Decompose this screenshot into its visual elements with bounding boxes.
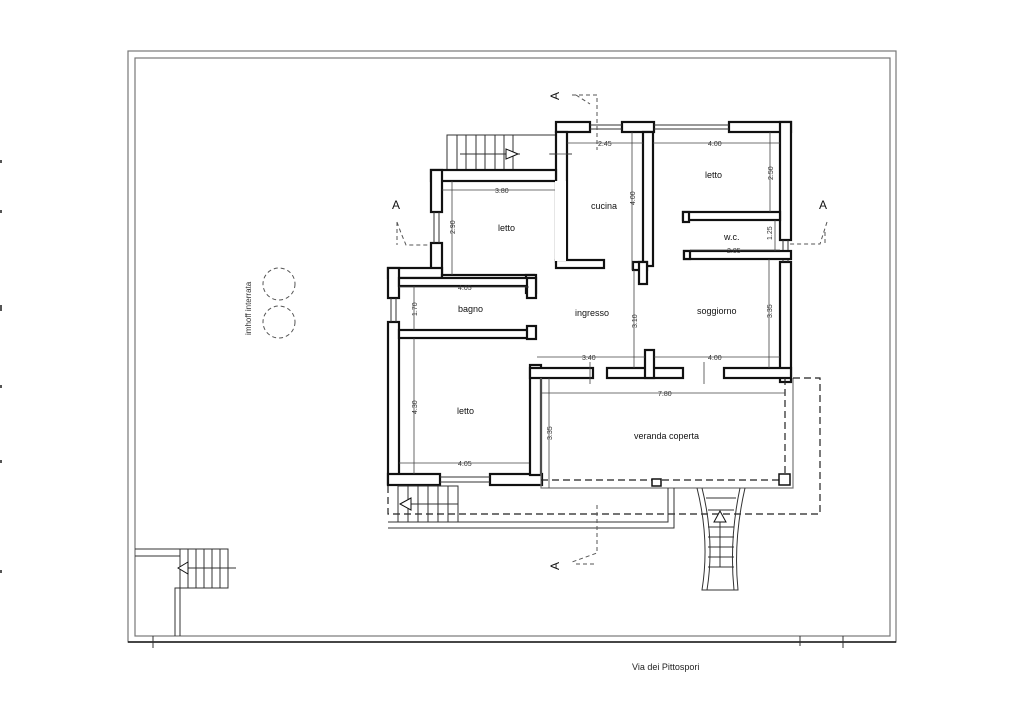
- stair-southwest-house: [388, 485, 675, 529]
- stair-north: [446, 134, 572, 171]
- room-label-wc: w.c.: [723, 232, 740, 242]
- room-label-soggiorno: soggiorno: [697, 306, 737, 316]
- dim-cucina-depth: 4.00: [630, 191, 637, 205]
- dim-veranda-depth: 3.35: [547, 426, 554, 440]
- dim-letto-ne-width: 4.00: [708, 141, 722, 148]
- section-marker-west: A: [392, 198, 400, 212]
- dimension-lines: 2.45 4.00 3.80 2.90 4.00 2.50 2.85 1.25 …: [399, 132, 785, 488]
- margin-mark: [0, 570, 2, 573]
- dim-wc-width: 2.85: [727, 248, 741, 255]
- dim-letto-ne-depth: 2.50: [768, 166, 775, 180]
- room-label-bagno: bagno: [458, 304, 483, 314]
- margin-mark: [0, 305, 2, 311]
- room-label-letto-nw: letto: [498, 223, 515, 233]
- stair-south: [696, 487, 746, 591]
- dim-soggiorno-width: 4.00: [708, 355, 722, 362]
- interior-walls: [397, 130, 793, 380]
- section-lines: A A A A: [392, 92, 828, 570]
- dim-letto-sw-depth: 4.30: [412, 400, 419, 414]
- dim-cucina-width: 2.45: [598, 141, 612, 148]
- section-marker-east: A: [819, 198, 827, 212]
- dim-veranda-width: 7.80: [658, 391, 672, 398]
- veranda: [387, 377, 821, 515]
- room-label-ingresso: ingresso: [575, 308, 609, 318]
- margin-mark: [0, 460, 2, 463]
- septic-label: imhoff interrata: [244, 281, 253, 335]
- lot-boundary: [127, 50, 897, 648]
- dim-soggiorno-depth: 3.35: [767, 304, 774, 318]
- dim-wc-depth: 1.25: [767, 226, 774, 240]
- room-label-letto-ne: letto: [705, 170, 722, 180]
- dim-letto-nw-width: 3.80: [495, 188, 509, 195]
- dim-letto-nw-depth: 2.90: [450, 220, 457, 234]
- dim-bagno-depth: 1.70: [412, 302, 419, 316]
- imhoff-tanks: imhoff interrata: [244, 267, 296, 339]
- section-marker-north: A: [548, 92, 562, 100]
- street-label: Via dei Pittospori: [632, 662, 700, 672]
- exterior-walls: [386, 120, 793, 487]
- stair-southwest-lot: [135, 548, 236, 636]
- dim-ingresso-depth: 3.10: [632, 314, 639, 328]
- room-label-veranda: veranda coperta: [634, 431, 699, 441]
- dim-bagno-width: 4.05: [458, 285, 472, 292]
- room-labels: cucina letto letto w.c. bagno ingresso s…: [457, 170, 740, 441]
- dim-letto-sw-width: 4.05: [458, 461, 472, 468]
- margin-mark: [0, 210, 2, 213]
- room-label-letto-sw: letto: [457, 406, 474, 416]
- dim-ingresso-width: 3.40: [582, 355, 596, 362]
- margin-mark: [0, 385, 2, 388]
- room-label-cucina: cucina: [591, 201, 617, 211]
- section-marker-south: A: [548, 562, 562, 570]
- margin-mark: [0, 160, 2, 163]
